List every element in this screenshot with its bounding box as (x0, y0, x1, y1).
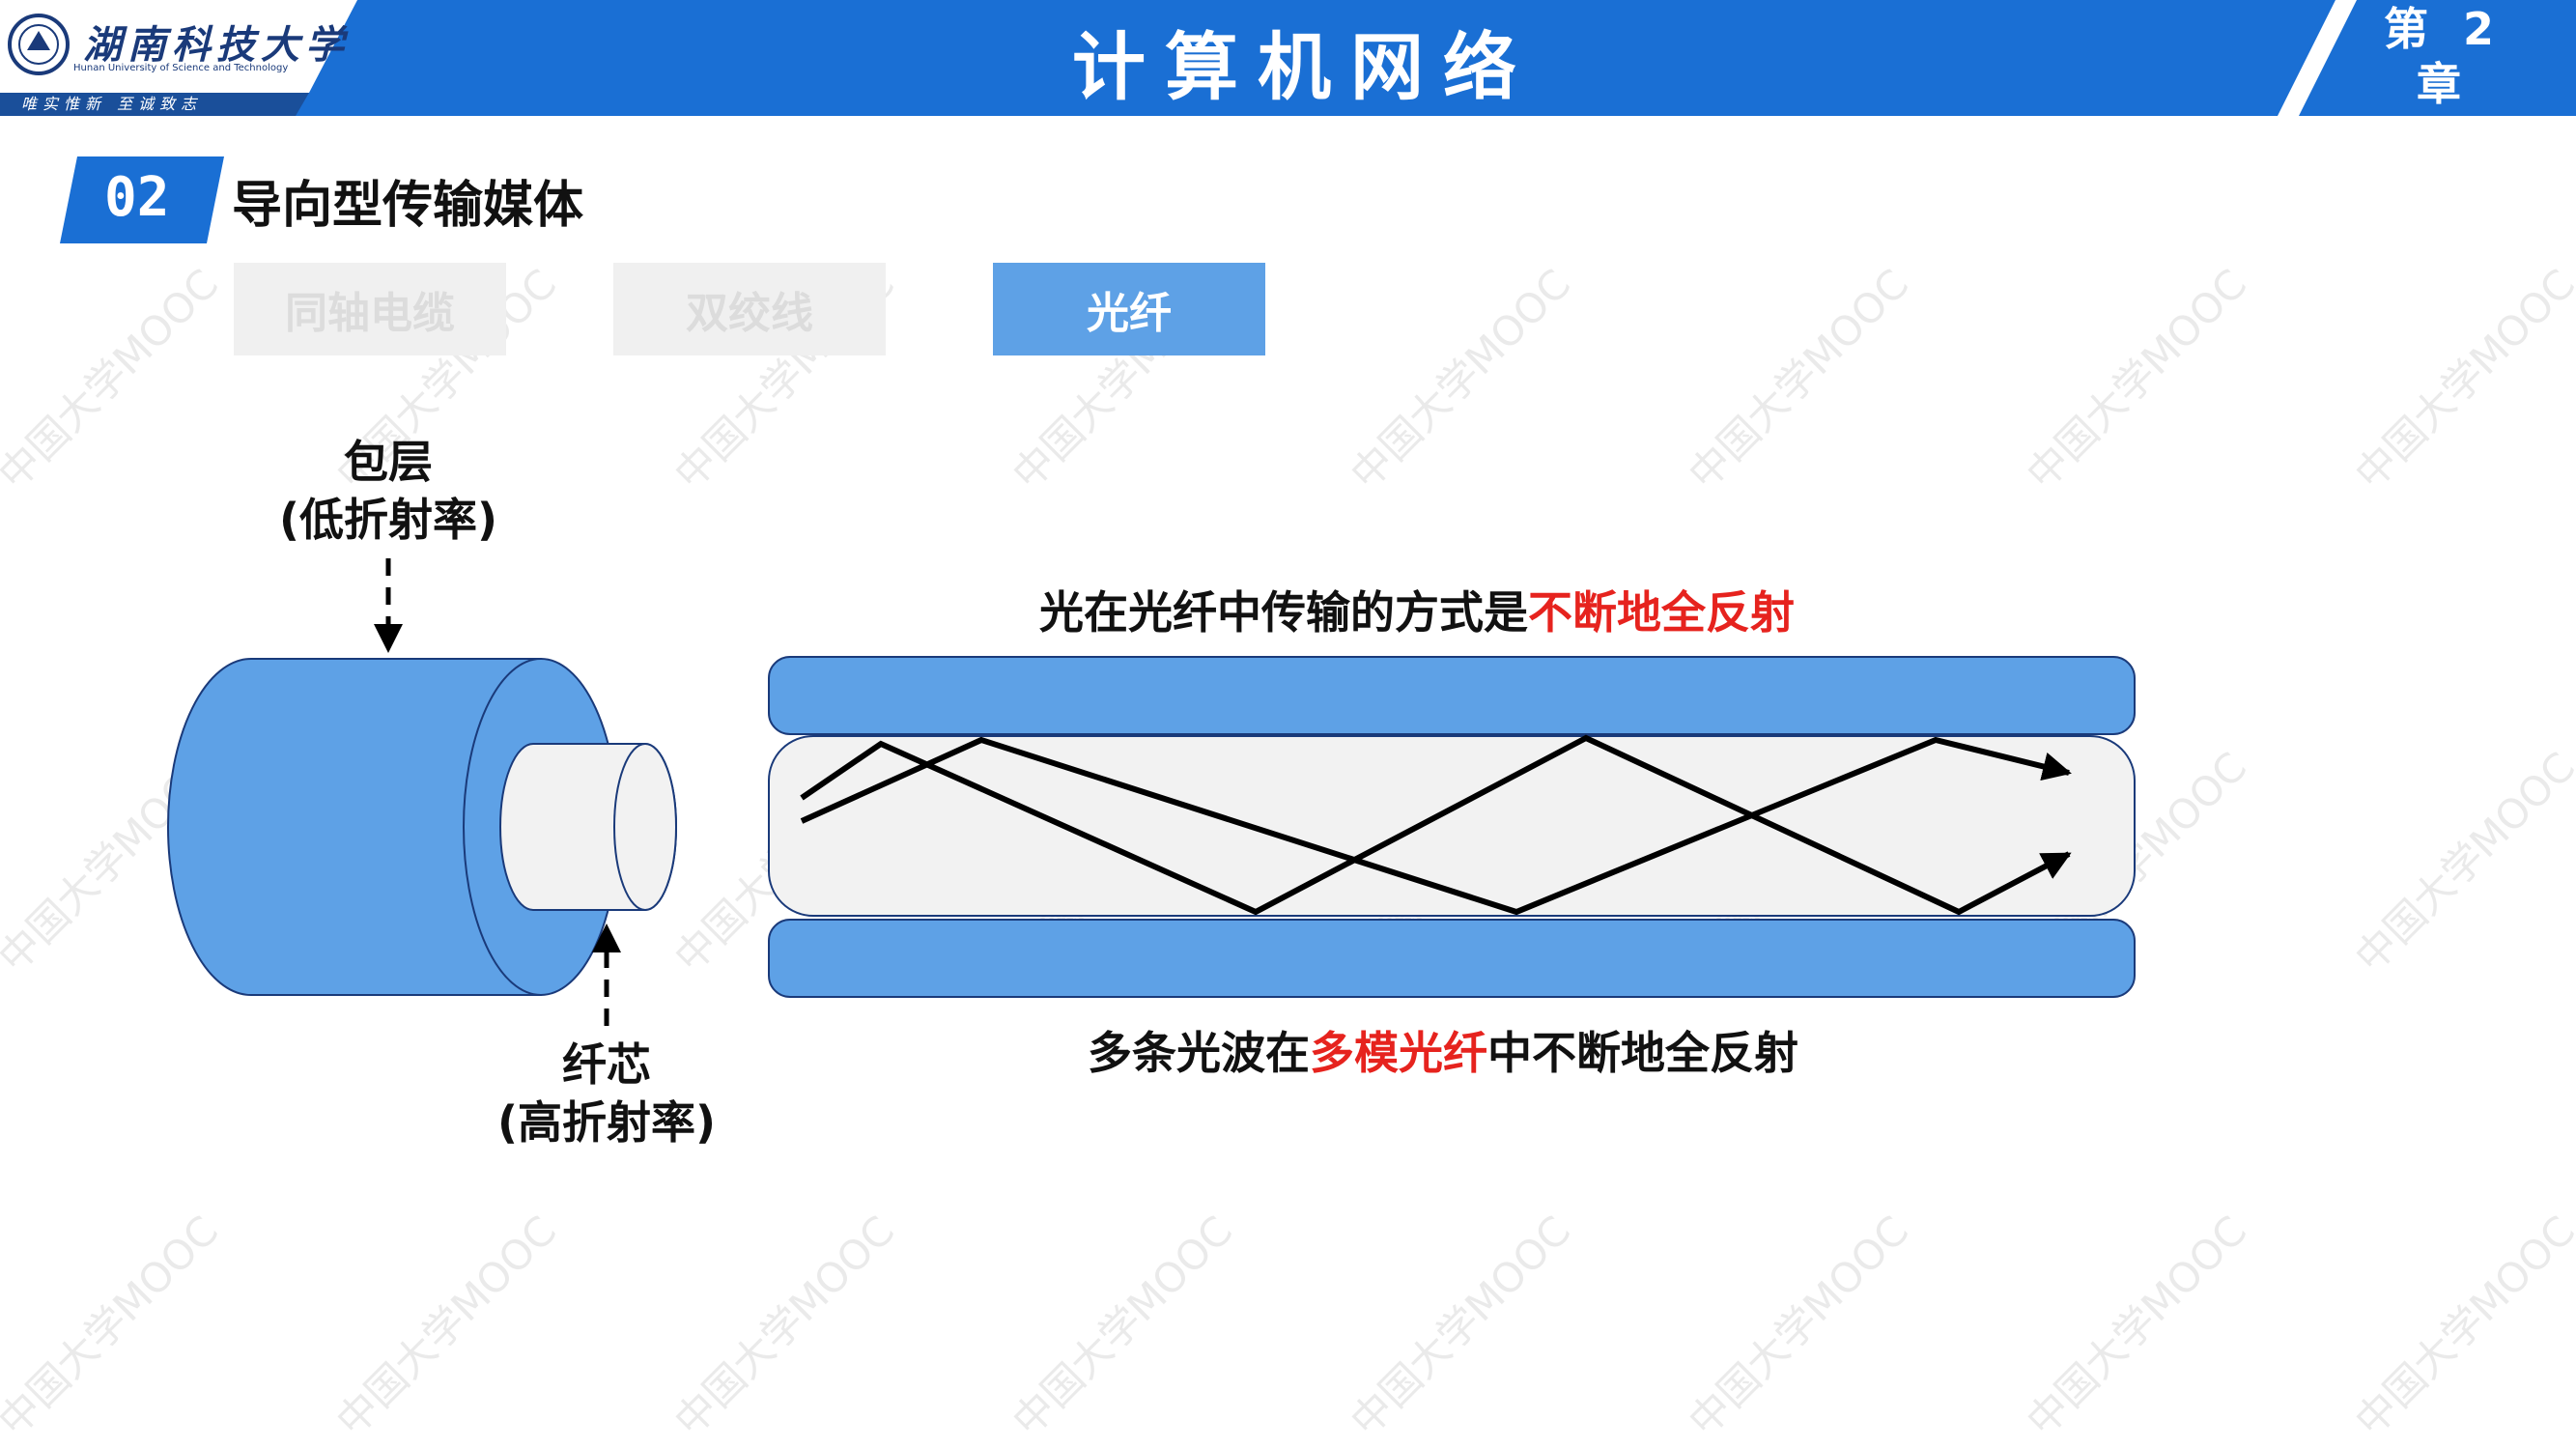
tab-optical-fiber[interactable]: 光纤 (993, 263, 1265, 355)
university-english-name: Hunan University of Science and Technolo… (73, 63, 289, 73)
section-number: 02 (104, 166, 170, 229)
caption-bottom-prefix: 多条光波在 (1088, 1027, 1310, 1079)
caption-top-highlight: 不断地全反射 (1528, 586, 1795, 639)
chapter-number: 第 2 章 (2383, 3, 2505, 110)
light-ray-1 (800, 734, 2072, 916)
core-name: 纤芯 (562, 1038, 651, 1091)
caption-total-reflection: 光在光纤中传输的方式是不断地全反射 (1039, 578, 1795, 641)
bottom-cladding-bar (768, 919, 2136, 998)
caption-multimode: 多条光波在多模光纤中不断地全反射 (1088, 1018, 1798, 1082)
university-motto: 唯实惟新 至诚致志 (21, 95, 203, 113)
cladding-name: 包层 (344, 436, 433, 488)
core-cylinder (499, 743, 677, 911)
chapter-name: 物 理 层 (2376, 113, 2510, 220)
university-name: 湖南科技大学 (83, 22, 350, 68)
cladding-label: 包层 (低折射率) (232, 433, 545, 549)
core-refractive-index: (高折射率) (496, 1096, 717, 1149)
cladding-refractive-index: (低折射率) (278, 494, 498, 546)
caption-bottom-suffix: 中不断地全反射 (1487, 1027, 1798, 1079)
caption-top-text: 光在光纤中传输的方式是 (1039, 586, 1528, 639)
caption-bottom-highlight: 多模光纤 (1310, 1027, 1487, 1079)
light-ray-2 (800, 736, 2072, 916)
tab-coaxial-cable[interactable]: 同轴电缆 (234, 263, 506, 355)
top-cladding-bar (768, 656, 2136, 735)
course-title: 计算机网络 (1072, 24, 1536, 110)
core-label: 纤芯 (高折射率) (450, 1036, 763, 1151)
chapter-label: 第 2 章 物 理 层 (2347, 2, 2540, 222)
section-number-badge (60, 156, 224, 243)
tab-twisted-pair[interactable]: 双绞线 (613, 263, 886, 355)
header-background (0, 0, 2576, 116)
section-title: 导向型传输媒体 (232, 177, 584, 235)
